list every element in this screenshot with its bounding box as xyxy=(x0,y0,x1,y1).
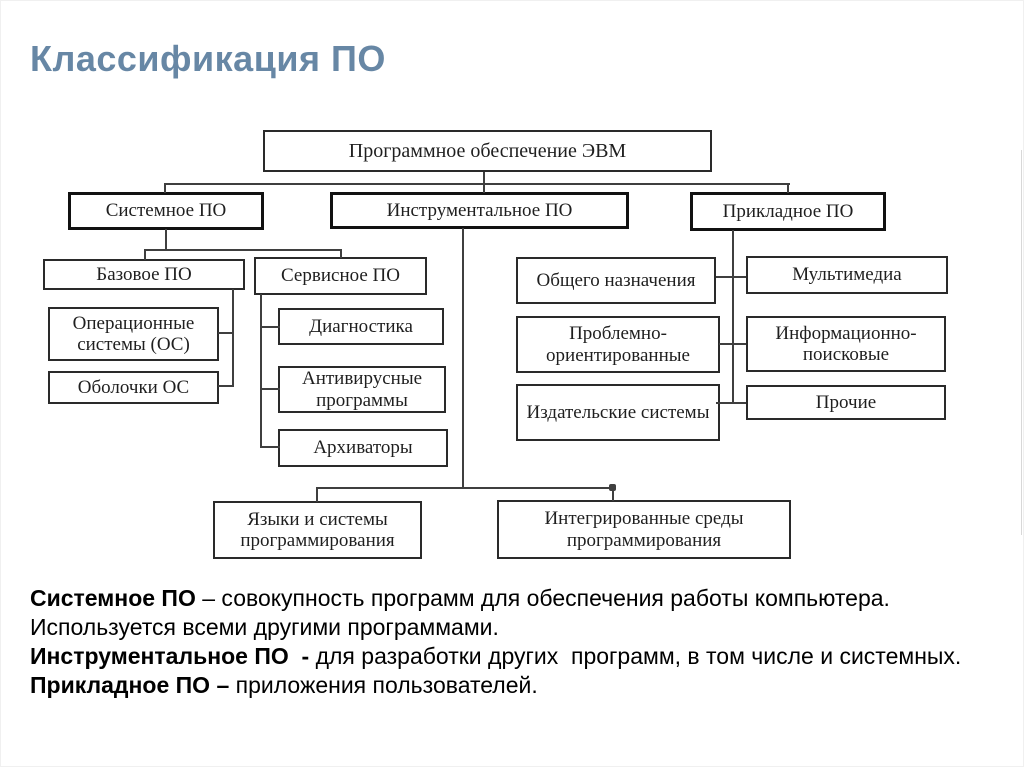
connector-line xyxy=(316,487,318,502)
connector-line xyxy=(612,487,614,501)
node-multimedia: Мультимедиа xyxy=(746,256,948,294)
definition-applied: Прикладное ПО – приложения пользователей… xyxy=(30,671,1010,700)
node-system-software: Системное ПО xyxy=(68,192,264,230)
node-integrated-environments: Интегрированные среды программирования xyxy=(497,500,791,559)
definition-text: приложения пользователей. xyxy=(229,672,538,698)
definition-text: для разработки других программ, в том чи… xyxy=(309,643,962,669)
definition-instrumental: Инструментальное ПО - для разработки дру… xyxy=(30,642,1010,671)
node-information-search: Информационно-поисковые xyxy=(746,316,946,372)
node-instrumental-software: Инструментальное ПО xyxy=(330,192,629,229)
node-base-software: Базовое ПО xyxy=(43,259,245,290)
node-os-shells: Оболочки ОС xyxy=(48,371,219,404)
connector-line xyxy=(716,402,746,404)
connector-line xyxy=(787,183,789,193)
connector-line xyxy=(260,446,280,448)
node-general-purpose: Общего назначения xyxy=(516,257,716,304)
connector-line xyxy=(462,228,464,489)
node-applied-software: Прикладное ПО xyxy=(690,192,886,231)
connector-line xyxy=(232,289,234,387)
node-diagnostics: Диагностика xyxy=(278,308,444,345)
node-programming-languages: Языки и системы программирования xyxy=(213,501,422,559)
connector-line xyxy=(340,249,342,258)
connector-line xyxy=(732,230,734,404)
connector-line xyxy=(164,183,166,193)
connector-line xyxy=(165,229,167,250)
connector-line xyxy=(260,326,280,328)
node-archivers: Архиваторы xyxy=(278,429,448,467)
node-publishing-systems: Издательские системы xyxy=(516,384,720,441)
definition-system: Системное ПО – совокупность программ для… xyxy=(30,584,1010,642)
connector-line xyxy=(164,183,790,185)
connector-line xyxy=(218,332,234,334)
page-title: Классификация ПО xyxy=(30,38,386,79)
connector-line xyxy=(483,172,485,193)
connector-line xyxy=(144,249,146,260)
connector-line xyxy=(716,276,746,278)
node-antivirus: Антивирусные программы xyxy=(278,366,446,413)
definitions-block: Системное ПО – совокупность программ для… xyxy=(30,584,1010,700)
definition-text: – совокупность программ для обеспечения … xyxy=(30,585,897,640)
connector-line xyxy=(218,385,234,387)
connector-line xyxy=(719,343,746,345)
node-service-software: Сервисное ПО xyxy=(254,257,427,295)
node-software-root: Программное обеспечение ЭВМ xyxy=(263,130,712,172)
scan-edge-line xyxy=(1021,150,1022,535)
definition-term: Инструментальное ПО - xyxy=(30,643,310,669)
connector-line xyxy=(260,388,280,390)
node-other: Прочие xyxy=(746,385,946,420)
connector-line xyxy=(316,487,614,489)
connector-line xyxy=(144,249,342,251)
connector-joint xyxy=(609,484,616,491)
node-problem-oriented: Проблемно-ориентированные xyxy=(516,316,720,373)
definition-term: Прикладное ПО – xyxy=(30,672,230,698)
connector-line xyxy=(260,294,262,448)
definition-term: Системное ПО xyxy=(30,585,196,611)
node-operating-systems: Операционные системы (ОС) xyxy=(48,307,219,361)
